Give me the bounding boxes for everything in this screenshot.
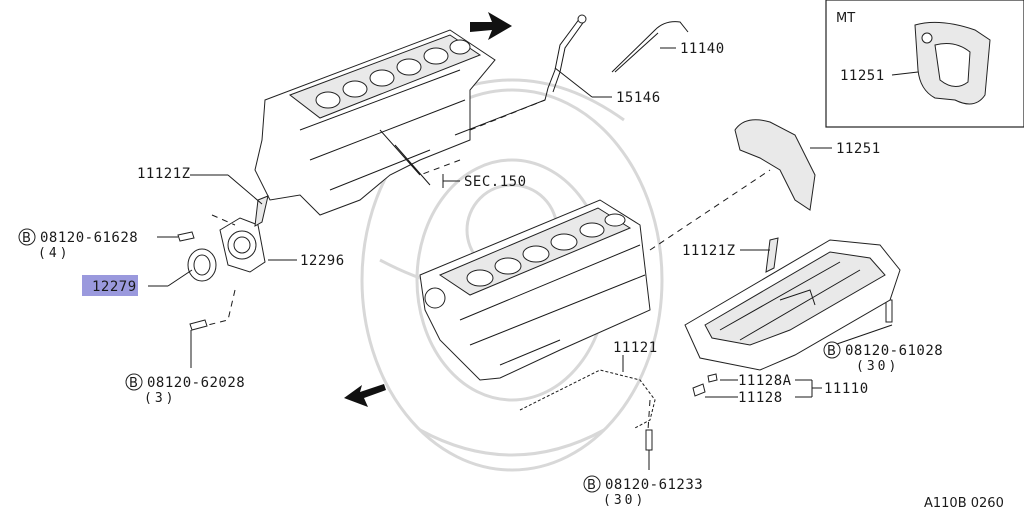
callout-bolt-62028[interactable]: B 08120-62028 (3) bbox=[125, 373, 245, 406]
label-08120-61233[interactable]: 08120-61233 bbox=[605, 477, 703, 493]
label-11121[interactable]: 11121 bbox=[613, 340, 658, 356]
label-15146[interactable]: 15146 bbox=[616, 90, 661, 106]
cylinder-block-upper bbox=[254, 29, 496, 216]
label-08120-61028[interactable]: 08120-61028 bbox=[845, 343, 943, 359]
label-11110[interactable]: 11110 bbox=[824, 381, 869, 397]
label-11251-inset[interactable]: 11251 bbox=[840, 68, 885, 84]
label-12296[interactable]: 12296 bbox=[300, 253, 345, 269]
gasket-small bbox=[254, 195, 779, 273]
qty-08120-62028: (3) bbox=[144, 391, 176, 406]
qty-08120-61233: (30) bbox=[603, 493, 646, 508]
inset-title: MT bbox=[836, 11, 855, 26]
front-arrow-bottom bbox=[344, 384, 386, 407]
front-arrow-top bbox=[470, 12, 512, 40]
cylinder-block-lower bbox=[419, 199, 651, 381]
front-cover-gasket bbox=[734, 119, 816, 211]
qty-08120-61028: (30) bbox=[856, 359, 899, 374]
label-11128[interactable]: 11128 bbox=[738, 390, 783, 406]
label-11121z-top[interactable]: 11121Z bbox=[137, 166, 191, 182]
diagram-code: A110B 0260 bbox=[924, 496, 1004, 511]
b-symbol: B bbox=[827, 344, 836, 359]
label-12279[interactable]: 12279 bbox=[92, 279, 137, 295]
watermark-emblem bbox=[360, 78, 664, 472]
label-08120-62028[interactable]: 08120-62028 bbox=[147, 375, 245, 391]
callout-bolt-61628[interactable]: B 08120-61628 (4) bbox=[18, 228, 138, 261]
b-symbol: B bbox=[129, 376, 138, 391]
callout-bolt-61028[interactable]: B 08120-61028 (30) bbox=[823, 341, 943, 374]
b-symbol: B bbox=[22, 231, 31, 246]
label-sec150[interactable]: SEC.150 bbox=[464, 174, 527, 190]
label-11128a[interactable]: 11128A bbox=[738, 373, 792, 389]
leader-lines bbox=[148, 47, 893, 470]
mt-inset: MT 11251 bbox=[825, 0, 1024, 128]
label-08120-61628[interactable]: 08120-61628 bbox=[40, 230, 138, 246]
label-11121z-pan[interactable]: 11121Z bbox=[682, 243, 736, 259]
callout-bolt-61233[interactable]: B 08120-61233 (30) bbox=[583, 475, 703, 508]
oil-pan bbox=[684, 239, 901, 371]
oil-seal bbox=[187, 248, 217, 282]
highlight-12279 bbox=[82, 275, 138, 296]
qty-08120-61628: (4) bbox=[38, 246, 70, 261]
label-11140[interactable]: 11140 bbox=[680, 41, 725, 57]
dipstick-tube bbox=[454, 14, 587, 136]
dipstick bbox=[611, 21, 689, 73]
bolts-small bbox=[177, 231, 893, 451]
b-symbol: B bbox=[587, 478, 596, 493]
label-11251[interactable]: 11251 bbox=[836, 141, 881, 157]
oil-pan-gasket bbox=[519, 369, 656, 429]
rear-oil-seal-retainer bbox=[219, 217, 266, 273]
